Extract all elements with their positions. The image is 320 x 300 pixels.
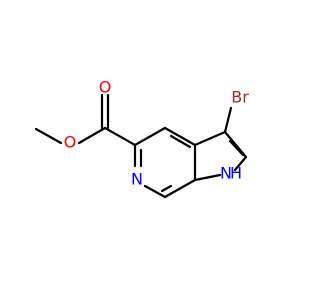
bond-c3-c2 bbox=[223, 130, 248, 159]
bond-c7a-c7 bbox=[163, 178, 197, 199]
bond-c7-c7-double bbox=[160, 184, 173, 193]
bond-c4-c4a-double bbox=[169, 134, 192, 149]
bromine-label: Br bbox=[231, 88, 249, 107]
bond-c5-c4 bbox=[133, 126, 167, 147]
molecule-diagram: O O N N H Br bbox=[34, 78, 249, 199]
carbonyl-oxygen-label: O bbox=[99, 78, 112, 97]
bond-methyl-o bbox=[34, 127, 63, 145]
bond-c7-n6 bbox=[143, 184, 167, 199]
bonds bbox=[34, 93, 248, 199]
bond-carbonyl-c5 bbox=[103, 126, 137, 147]
bond-n1-c7a bbox=[193, 173, 222, 182]
pyrrole-nitrogen-label: N bbox=[220, 164, 232, 183]
bond-o-carbonyl bbox=[77, 126, 107, 145]
atom-labels: O O N N H Br bbox=[64, 78, 249, 189]
bond-c3-br bbox=[223, 106, 233, 134]
pyridine-nitrogen-label: N bbox=[131, 170, 143, 189]
pyrrole-hydrogen-label: H bbox=[230, 164, 242, 183]
bond-c3-c2-double bbox=[228, 139, 245, 157]
bond-c4-c4a bbox=[163, 126, 197, 147]
bond-c4a-c3 bbox=[193, 130, 227, 147]
bond-c2-n1 bbox=[233, 155, 248, 172]
ester-oxygen-label: O bbox=[64, 133, 77, 152]
